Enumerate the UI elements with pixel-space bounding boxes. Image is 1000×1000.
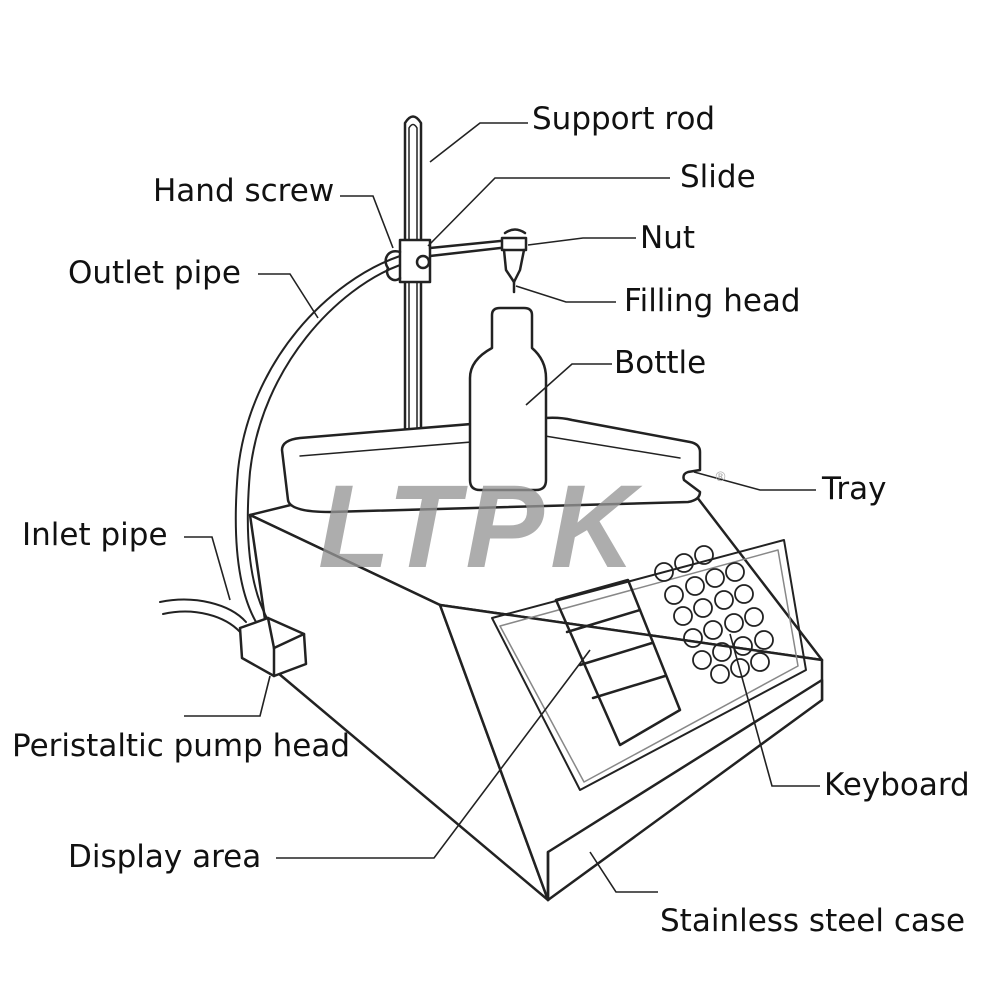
pump-head-shape <box>238 616 308 678</box>
leader-filling-head <box>515 285 616 303</box>
display-area-shape <box>554 578 682 747</box>
label-peristaltic-pump-head: Peristaltic pump head <box>12 728 351 764</box>
label-slide: Slide <box>680 159 756 195</box>
label-nut: Nut <box>640 220 695 256</box>
outlet-pipe-shape <box>234 255 401 623</box>
leader-keyboard <box>729 633 820 787</box>
leader-bottle <box>525 363 612 406</box>
leader-slide <box>427 177 670 247</box>
keyboard-keys <box>654 545 774 684</box>
bottle-shape <box>468 306 548 492</box>
label-outlet-pipe: Outlet pipe <box>68 255 241 291</box>
leader-case <box>589 851 658 893</box>
label-filling-head: Filling head <box>624 283 801 319</box>
leader-hand-screw <box>340 195 394 249</box>
label-stainless-steel-case: Stainless steel case <box>660 903 966 939</box>
ltpk-watermark: LTPK <box>318 461 642 593</box>
leader-lines <box>184 122 820 893</box>
leader-outlet-pipe <box>258 273 319 319</box>
leader-pump-head <box>184 675 271 717</box>
support-rod-shape <box>403 115 423 447</box>
label-support-rod: Support rod <box>532 101 716 137</box>
label-bottle: Bottle <box>614 345 707 381</box>
label-tray: Tray <box>822 471 887 507</box>
label-keyboard: Keyboard <box>824 767 970 803</box>
label-inlet-pipe: Inlet pipe <box>22 517 168 553</box>
label-hand-screw: Hand screw <box>153 173 335 209</box>
inlet-pipe-shape <box>159 598 247 633</box>
leader-support-rod <box>429 122 528 163</box>
leader-display-area <box>276 649 591 859</box>
label-display-area: Display area <box>68 839 262 875</box>
leader-nut <box>527 237 636 246</box>
slide-assembly <box>384 238 520 284</box>
registered-mark: ® <box>714 470 727 485</box>
leader-tray <box>693 471 816 491</box>
leader-inlet-pipe <box>184 536 231 601</box>
case <box>248 483 824 902</box>
front-panel-inset <box>491 539 807 791</box>
filling-head-shape <box>500 228 528 294</box>
